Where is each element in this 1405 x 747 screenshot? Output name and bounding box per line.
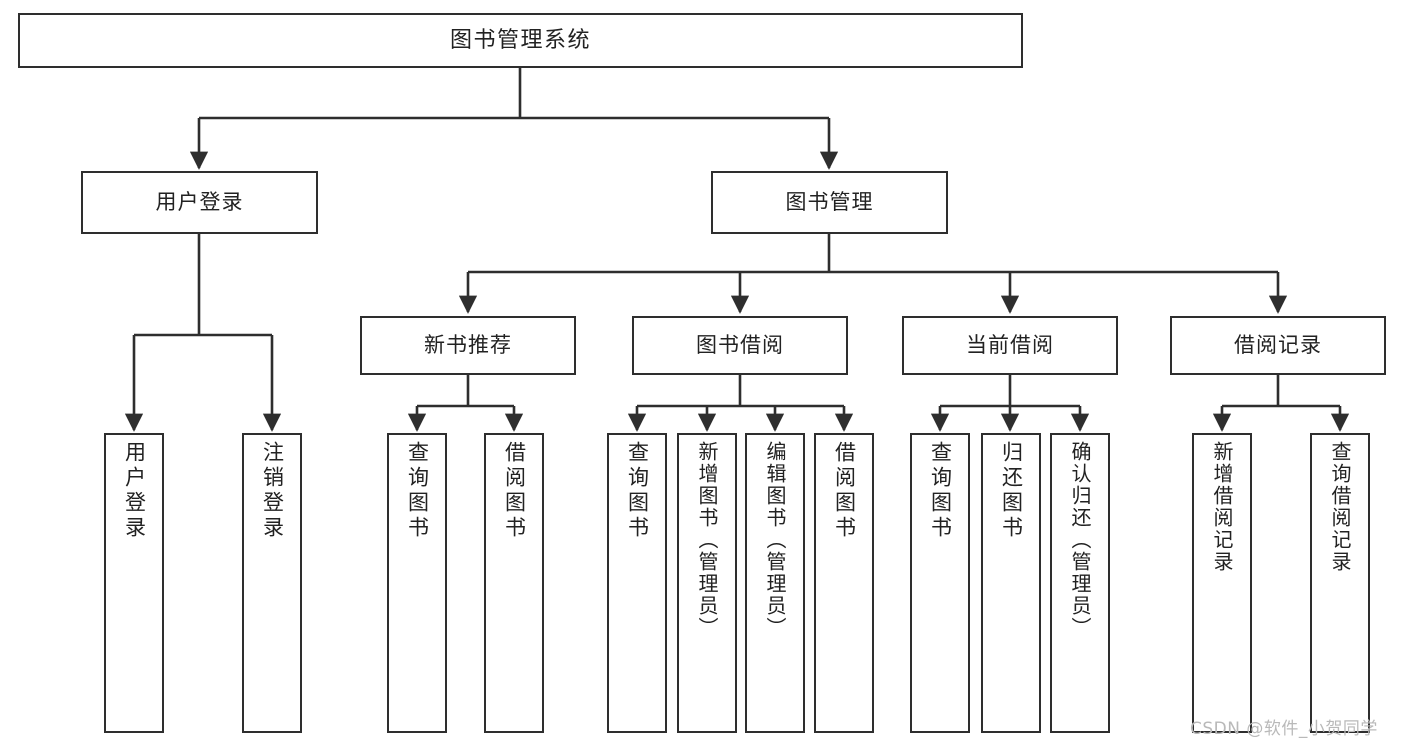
node-leaf-add-record[interactable]: 新增借阅记录 <box>1192 433 1252 733</box>
csdn-watermark: CSDN @软件_小贺同学 <box>1190 719 1378 739</box>
node-leaf-query-record[interactable]: 查询借阅记录 <box>1310 433 1370 733</box>
node-leaf-return-book-label: 归还图书 <box>999 441 1024 541</box>
node-new-book-recommend-label: 新书推荐 <box>424 333 512 358</box>
node-leaf-confirm-return[interactable]: 确认归还（管理员） <box>1050 433 1110 733</box>
node-leaf-borrow-book-1[interactable]: 借阅图书 <box>484 433 544 733</box>
node-leaf-borrow-book-1-label: 借阅图书 <box>502 441 527 541</box>
node-book-borrow[interactable]: 图书借阅 <box>632 316 848 375</box>
node-leaf-user-login-label: 用户登录 <box>122 441 147 541</box>
node-user-login-label: 用户登录 <box>155 190 244 215</box>
node-leaf-query-book-3-label: 查询图书 <box>928 441 953 541</box>
node-leaf-query-book-2[interactable]: 查询图书 <box>607 433 667 733</box>
node-leaf-query-book-3[interactable]: 查询图书 <box>910 433 970 733</box>
node-book-manage-label: 图书管理 <box>785 190 874 215</box>
node-leaf-confirm-return-label: 确认归还（管理员） <box>1068 441 1092 639</box>
node-leaf-borrow-book-2[interactable]: 借阅图书 <box>814 433 874 733</box>
node-borrow-record-label: 借阅记录 <box>1234 333 1322 358</box>
node-root[interactable]: 图书管理系统 <box>18 13 1023 68</box>
node-leaf-user-login[interactable]: 用户登录 <box>104 433 164 733</box>
node-user-login[interactable]: 用户登录 <box>81 171 318 234</box>
node-new-book-recommend[interactable]: 新书推荐 <box>360 316 576 375</box>
node-leaf-edit-book[interactable]: 编辑图书（管理员） <box>745 433 805 733</box>
node-book-manage[interactable]: 图书管理 <box>711 171 948 234</box>
node-current-borrow[interactable]: 当前借阅 <box>902 316 1118 375</box>
node-leaf-query-book-1[interactable]: 查询图书 <box>387 433 447 733</box>
node-book-borrow-label: 图书借阅 <box>696 333 784 358</box>
node-leaf-query-book-2-label: 查询图书 <box>625 441 650 541</box>
node-leaf-query-record-label: 查询借阅记录 <box>1328 441 1352 573</box>
node-leaf-add-book[interactable]: 新增图书（管理员） <box>677 433 737 733</box>
node-current-borrow-label: 当前借阅 <box>966 333 1054 358</box>
node-leaf-return-book[interactable]: 归还图书 <box>981 433 1041 733</box>
node-leaf-query-book-1-label: 查询图书 <box>405 441 430 541</box>
node-leaf-add-record-label: 新增借阅记录 <box>1210 441 1234 573</box>
node-leaf-logout-login[interactable]: 注销登录 <box>242 433 302 733</box>
node-leaf-borrow-book-2-label: 借阅图书 <box>832 441 857 541</box>
node-leaf-logout-login-label: 注销登录 <box>260 441 285 541</box>
node-leaf-add-book-label: 新增图书（管理员） <box>695 441 719 639</box>
node-leaf-edit-book-label: 编辑图书（管理员） <box>763 441 787 639</box>
node-root-label: 图书管理系统 <box>449 27 591 53</box>
node-borrow-record[interactable]: 借阅记录 <box>1170 316 1386 375</box>
